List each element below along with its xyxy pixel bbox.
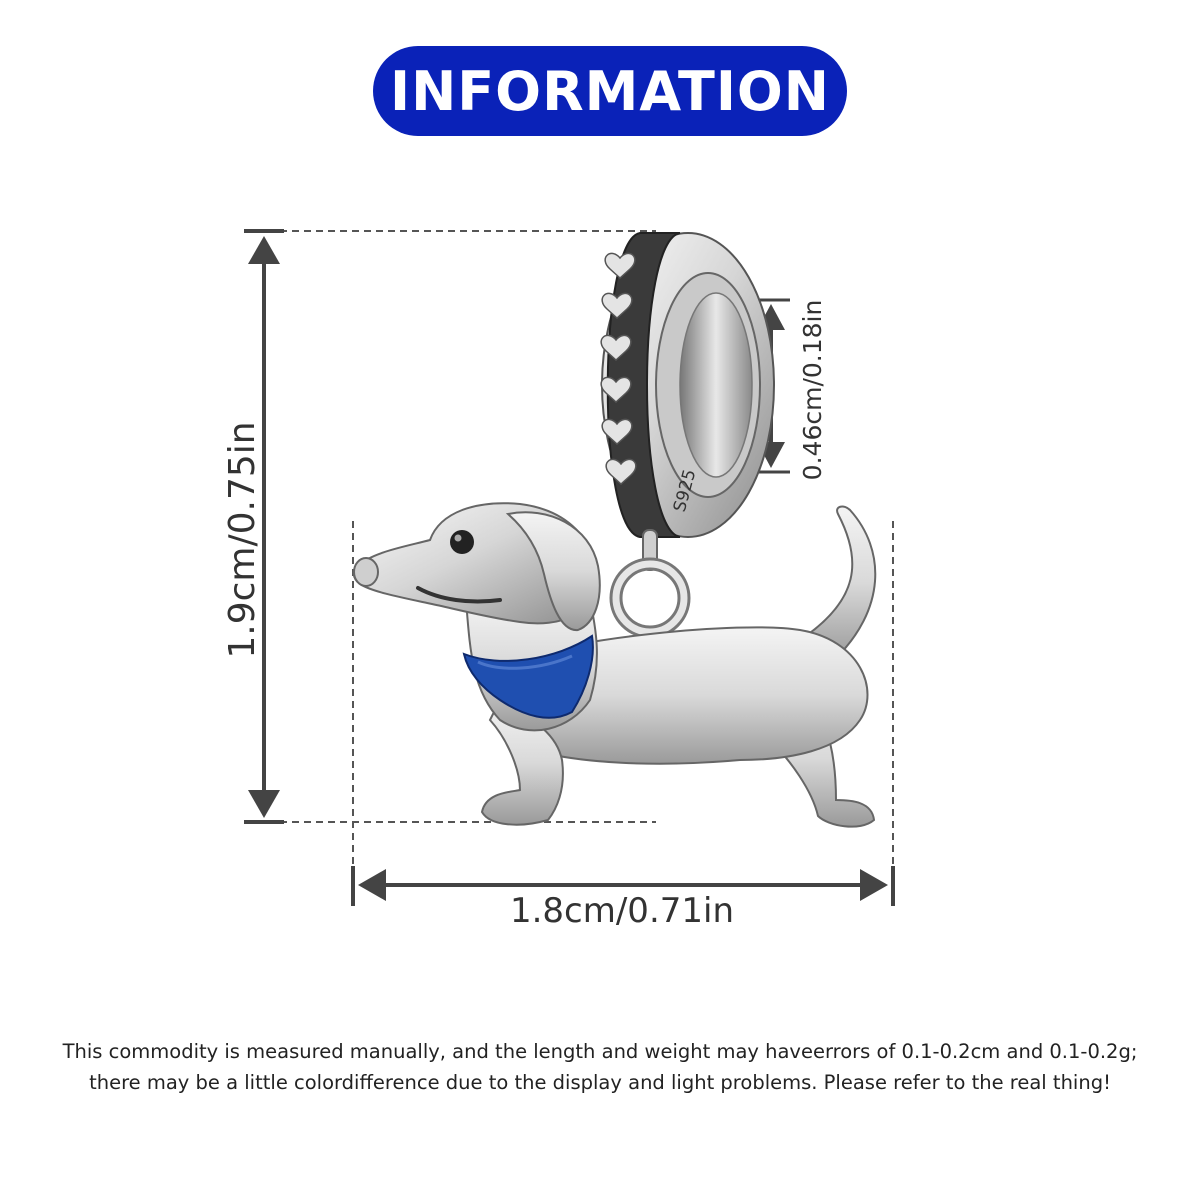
- disclaimer-line-2: there may be a little colordifference du…: [89, 1071, 1111, 1094]
- hole-label: 0.46cm/0.18in: [798, 300, 827, 481]
- width-arrow-left: [358, 869, 386, 901]
- height-arrow-up: [248, 236, 280, 264]
- black-eye: [450, 530, 474, 554]
- width-dimension: 1.8cm/0.71in: [351, 521, 895, 931]
- width-label: 1.8cm/0.71in: [510, 891, 734, 931]
- disclaimer: This commodity is measured manually, and…: [40, 1036, 1160, 1098]
- dachshund-charm: [352, 502, 877, 828]
- width-arrow-right: [860, 869, 888, 901]
- information-banner: INFORMATION: [373, 46, 847, 136]
- nose: [353, 557, 379, 587]
- connector-loop: [609, 529, 691, 639]
- heart-studs: [600, 252, 637, 486]
- blue-bandana: [462, 634, 594, 719]
- height-arrow-down: [248, 790, 280, 818]
- banner-title: INFORMATION: [389, 59, 831, 123]
- bail-ring: S925: [600, 232, 775, 538]
- height-label: 1.9cm/0.75in: [222, 421, 263, 658]
- disclaimer-line-1: This commodity is measured manually, and…: [62, 1040, 1138, 1063]
- height-dimension: 1.9cm/0.75in: [222, 229, 656, 824]
